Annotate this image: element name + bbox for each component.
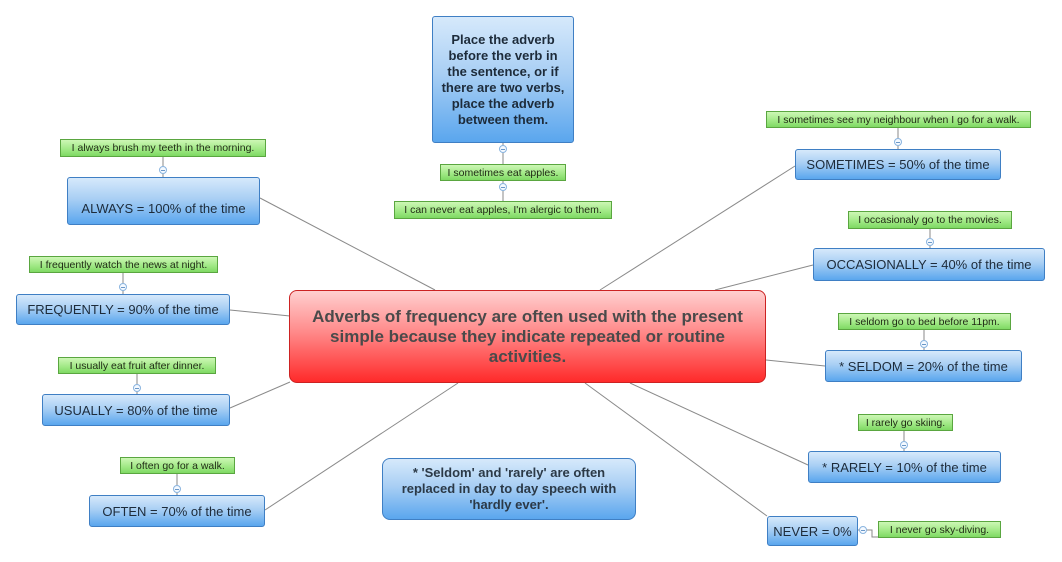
example-always[interactable]: I always brush my teeth in the morning. [60,139,266,157]
topic-never[interactable]: NEVER = 0% [767,516,858,546]
topic-rarely[interactable]: * RARELY = 10% of the time [808,451,1001,483]
collapse-icon[interactable] [133,384,141,392]
placement-rule-topic[interactable]: Place the adverb before the verb in the … [432,16,574,143]
example-never[interactable]: I never go sky-diving. [878,521,1001,538]
collapse-icon[interactable] [173,485,181,493]
seldom-rarely-note[interactable]: * 'Seldom' and 'rarely' are often replac… [382,458,636,520]
topic-usually[interactable]: USUALLY = 80% of the time [42,394,230,426]
example-often[interactable]: I often go for a walk. [120,457,235,474]
collapse-icon[interactable] [926,238,934,246]
collapse-icon[interactable] [894,138,902,146]
example-frequently[interactable]: I frequently watch the news at night. [29,256,218,273]
connector-often [264,382,459,511]
topic-frequently[interactable]: FREQUENTLY = 90% of the time [16,294,230,325]
collapse-icon[interactable] [159,166,167,174]
placement-example-2[interactable]: I can never eat apples, I'm alergic to t… [394,201,612,219]
central-topic[interactable]: Adverbs of frequency are often used with… [289,290,766,383]
topic-occasionally[interactable]: OCCASIONALLY = 40% of the time [813,248,1045,281]
topic-sometimes[interactable]: SOMETIMES = 50% of the time [795,149,1001,180]
connector-occasionally [714,264,814,291]
collapse-icon[interactable] [920,340,928,348]
example-sometimes[interactable]: I sometimes see my neighbour when I go f… [766,111,1031,128]
collapse-icon[interactable] [900,441,908,449]
example-usually[interactable]: I usually eat fruit after dinner. [58,357,216,374]
connector-seldom [765,359,826,367]
connector-sometimes [599,165,796,291]
topic-seldom[interactable]: * SELDOM = 20% of the time [825,350,1022,382]
connector-usually [229,381,291,409]
example-rarely[interactable]: I rarely go skiing. [858,414,953,431]
example-seldom[interactable]: I seldom go to bed before 11pm. [838,313,1011,330]
connector-never [584,382,768,517]
placement-example-1[interactable]: I sometimes eat apples. [440,164,566,181]
example-occasionally[interactable]: I occasionaly go to the movies. [848,211,1012,229]
connector-frequently [229,309,291,317]
collapse-icon[interactable] [499,145,507,153]
collapse-icon[interactable] [499,183,507,191]
collapse-icon[interactable] [859,526,867,534]
connector-always [259,197,436,291]
connector-rarely [629,382,809,466]
topic-always[interactable]: ALWAYS = 100% of the time [67,177,260,225]
collapse-icon[interactable] [119,283,127,291]
topic-often[interactable]: OFTEN = 70% of the time [89,495,265,527]
